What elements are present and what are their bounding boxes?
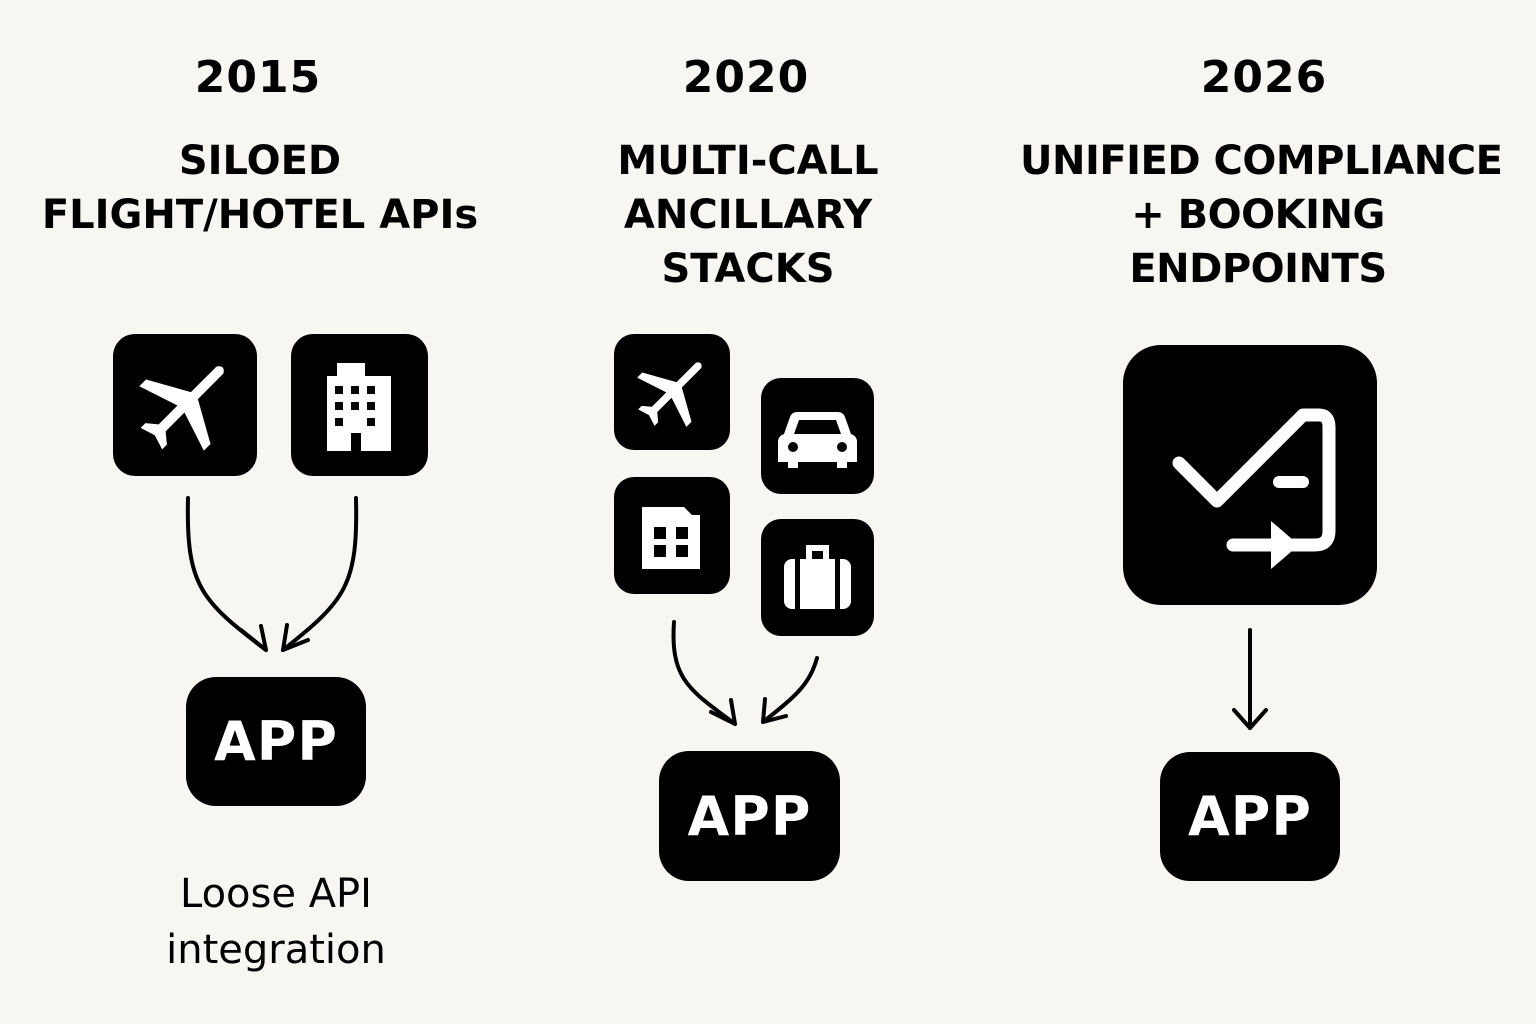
heading-2026-line-2: + BOOKING <box>1131 192 1385 238</box>
arrow-hotel-to-app-2015 <box>281 496 359 652</box>
heading-2020-line-3: STACKS <box>661 246 835 292</box>
airplane-icon <box>139 366 224 451</box>
heading-2026-line-1: UNIFIED COMPLIANCE <box>1020 138 1503 184</box>
caption-2015-line-1: Loose API <box>180 871 372 917</box>
heading-2015-line-1: SILOED <box>178 138 342 184</box>
unified-endpoint-tile <box>1123 345 1377 605</box>
luggage-service-tile <box>761 519 874 636</box>
hotel-api-tile <box>291 334 428 476</box>
heading-2015: SILOED FLIGHT/HOTEL APIs <box>40 134 480 242</box>
luggage-icon <box>784 545 851 609</box>
app-box-2020: APP <box>659 751 840 881</box>
arrowhead-flight-to-app-2015 <box>239 624 268 652</box>
caption-2015-line-2: integration <box>166 927 386 973</box>
car-icon <box>778 412 857 468</box>
year-2026: 2026 <box>1200 52 1328 103</box>
hotel-building-icon <box>327 363 391 451</box>
heading-2026-line-3: ENDPOINTS <box>1129 246 1387 292</box>
arrow-services-left-to-app-2020 <box>671 620 737 726</box>
flight-service-tile <box>614 334 730 450</box>
heading-2015-line-2: FLIGHT/HOTEL APIs <box>41 192 479 238</box>
heading-2026: UNIFIED COMPLIANCE + BOOKING ENDPOINTS <box>1020 134 1503 296</box>
building-icon <box>642 507 700 569</box>
heading-2020-line-2: ANCILLARY <box>623 192 873 238</box>
flight-api-tile <box>113 334 257 476</box>
app-box-2026: APP <box>1160 752 1340 881</box>
building-service-tile <box>614 477 730 594</box>
arrow-flight-to-app-2015 <box>185 496 268 652</box>
checkmark-booking-icon <box>1172 408 1336 569</box>
app-box-2015: APP <box>186 677 366 806</box>
caption-2015: Loose API integration <box>76 866 476 978</box>
arrowhead-hotel-to-app-2015 <box>281 623 310 652</box>
car-service-tile <box>761 378 874 494</box>
year-2020: 2020 <box>682 52 810 103</box>
heading-2020: MULTI-CALL ANCILLARY STACKS <box>548 134 948 296</box>
arrowhead-endpoint-to-app-2026 <box>1232 708 1268 730</box>
heading-2020-line-1: MULTI-CALL <box>617 138 879 184</box>
airplane-icon <box>637 362 702 427</box>
arrowhead-services-right-to-app-2020 <box>761 697 788 724</box>
arrow-services-right-to-app-2020 <box>761 656 819 724</box>
arrowhead-services-left-to-app-2020 <box>709 698 737 726</box>
year-2015: 2015 <box>194 52 322 103</box>
